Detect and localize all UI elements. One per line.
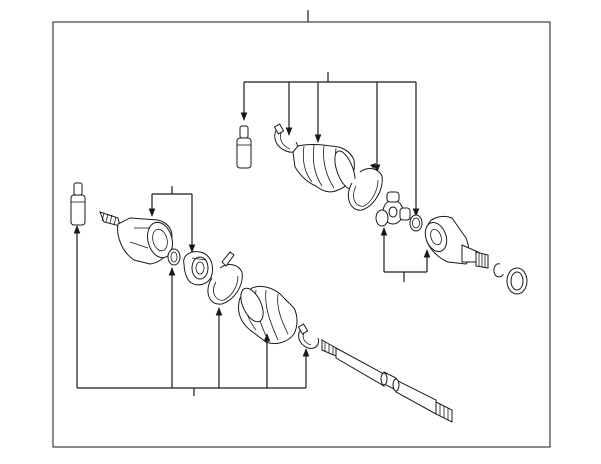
boot-clamp-upper-large: [347, 163, 383, 211]
diagram-frame: [52, 21, 551, 448]
tripod-spider: [375, 191, 411, 227]
axle-shaft: [321, 339, 453, 423]
cv-boot-upper: [292, 144, 356, 193]
boot-clamp-lower-large: [207, 251, 243, 305]
upper-joint-bracket: [380, 227, 431, 282]
snap-ring-lower: [167, 248, 181, 266]
lower-boot-kit-bracket: [73, 225, 310, 396]
lower-joint-bracket: [148, 186, 196, 253]
seal-ring: [506, 267, 528, 295]
circlip: [493, 263, 504, 278]
grease-tube-upper: [236, 125, 252, 169]
inner-joint-housing: [424, 215, 489, 269]
grease-tube-lower: [70, 182, 86, 226]
snap-ring-upper: [409, 214, 423, 232]
upper-callout-bracket: [240, 72, 420, 217]
cv-boot-lower: [237, 285, 298, 345]
ball-cage-inner-race: [183, 251, 213, 286]
boot-clamp-upper-small: [273, 123, 299, 153]
outer-cv-joint: [99, 211, 173, 265]
boot-clamp-lower-small: [297, 323, 319, 349]
